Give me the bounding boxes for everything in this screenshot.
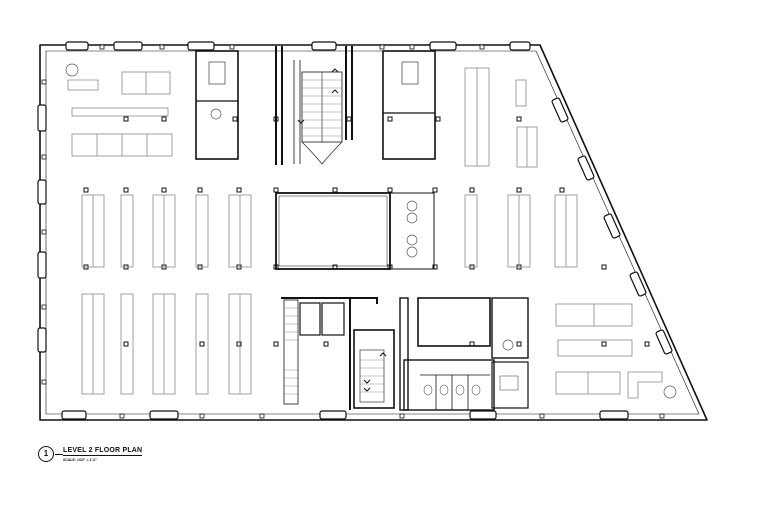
exterior-wall-outer [39, 44, 708, 421]
structural-columns [83, 116, 650, 347]
drawing-scale: SCALE: 1/32" = 1'-0" [63, 458, 98, 462]
conference-tables [208, 61, 419, 85]
stair-arrows-south [363, 352, 387, 392]
window-piers [37, 41, 673, 420]
north-core [275, 46, 353, 165]
exterior-wall-inner [45, 50, 700, 415]
central-atrium [275, 192, 435, 270]
stair-arrows [297, 68, 339, 124]
south-rooms [403, 297, 529, 411]
perimeter-posts [41, 44, 665, 419]
drawing-title: LEVEL 2 FLOOR PLAN [63, 447, 143, 456]
title-leader-line [55, 454, 63, 455]
lounge-chairs [406, 200, 418, 258]
drawing-number: 1 [38, 446, 54, 462]
meeting-rooms-north [195, 50, 436, 160]
workstation-clusters [67, 67, 663, 399]
south-core [281, 297, 409, 411]
restroom-fixtures [423, 375, 519, 396]
task-chairs [65, 63, 677, 399]
